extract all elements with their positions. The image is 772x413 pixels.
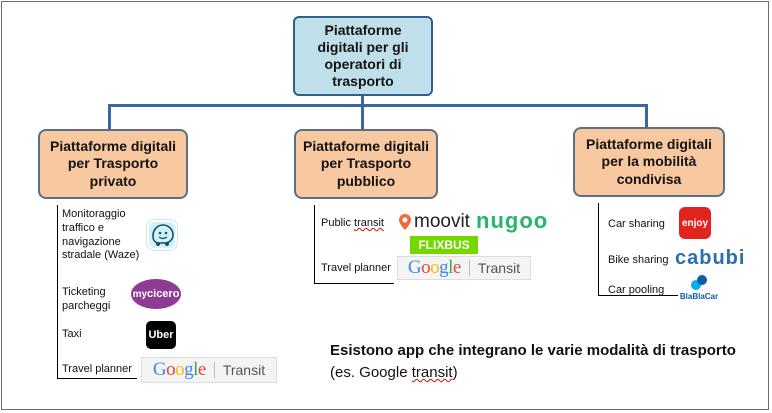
- public-item-transit-label: Public transit: [321, 217, 384, 229]
- public-bracket: [314, 205, 315, 283]
- shared-bracket: [598, 203, 599, 295]
- category-shared: Piattaforme digitali per la mobilità con…: [573, 127, 725, 197]
- enjoy-icon: enjoy: [679, 207, 711, 239]
- cabubi-icon: cabubi: [675, 246, 746, 269]
- connector-center-down: [361, 104, 364, 130]
- flixbus-icon: FLIXBUS: [410, 236, 478, 254]
- category-public: Piattaforme digitali per Trasporto pubbl…: [294, 129, 438, 199]
- connector-root-down: [361, 96, 364, 106]
- shared-item-bikesharing-label: Bike sharing: [608, 254, 669, 266]
- moovit-icon: moovit: [398, 210, 470, 234]
- public-bracket-foot: [314, 283, 394, 284]
- shared-bracket-foot: [598, 295, 678, 296]
- connector-right-down: [645, 104, 648, 130]
- connector-left-down: [108, 104, 111, 130]
- root-node: Piattaforme digitali per gli operatori d…: [293, 16, 433, 96]
- mycicero-icon: mycicero: [131, 279, 181, 309]
- private-item-waze-label: Monitoraggio traffico e navigazione stra…: [62, 208, 140, 262]
- private-bracket-foot: [57, 378, 137, 379]
- root-title: Piattaforme digitali per gli operatori d…: [317, 21, 409, 90]
- category-private: Piattaforme digitali per Trasporto priva…: [38, 129, 188, 199]
- note-text: Esistono app che integrano le varie moda…: [330, 342, 736, 381]
- category-public-title: Piattaforme digitali per Trasporto pubbl…: [302, 138, 430, 189]
- category-shared-title: Piattaforme digitali per la mobilità con…: [585, 136, 713, 187]
- category-private-title: Piattaforme digitali per Trasporto priva…: [49, 138, 177, 189]
- private-item-taxi-label: Taxi: [62, 328, 82, 340]
- uber-icon: Uber: [146, 321, 176, 349]
- waze-icon: [146, 219, 178, 251]
- nugoo-icon: nugoo: [476, 208, 549, 233]
- shared-item-carsharing-label: Car sharing: [608, 218, 665, 230]
- connector-horizontal: [108, 104, 648, 107]
- private-item-travel-label: Travel planner: [62, 363, 132, 375]
- blablacar-icon: BlaBlaCar: [676, 270, 722, 304]
- private-item-parking-label: Ticketing parcheggi: [62, 286, 111, 312]
- shared-item-carpooling-label: Car pooling: [608, 284, 665, 296]
- public-item-travel-label: Travel planner: [321, 262, 391, 274]
- private-bracket: [57, 205, 58, 378]
